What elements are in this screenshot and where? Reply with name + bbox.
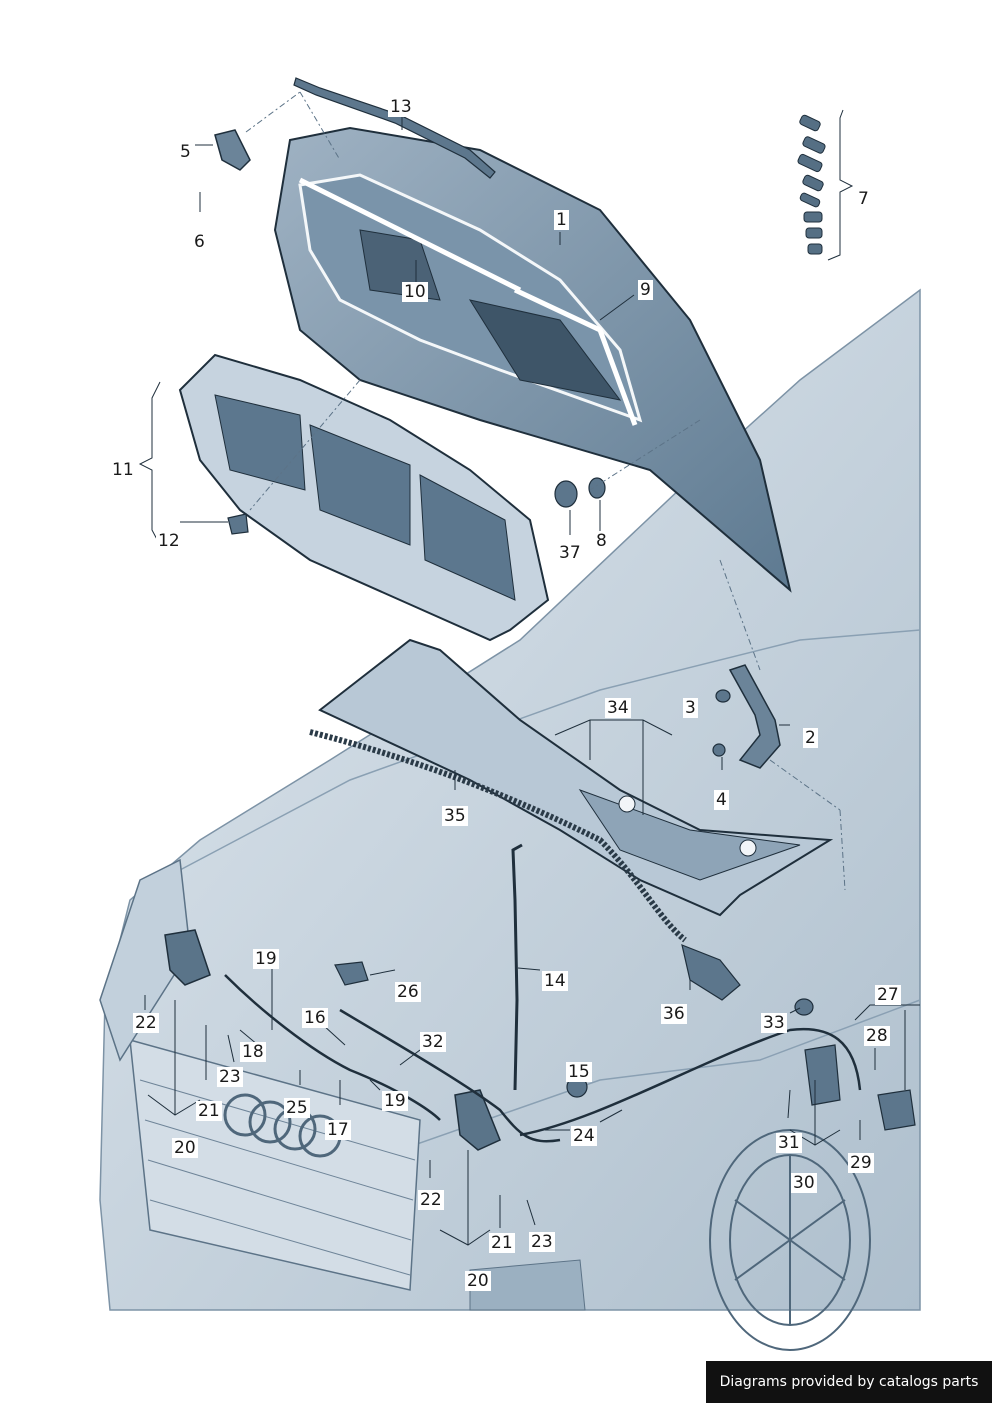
label-5: 5 (178, 142, 193, 162)
label-7: 7 (856, 189, 871, 209)
label-23a: 23 (217, 1067, 243, 1087)
label-9: 9 (638, 280, 653, 300)
hood-seal-front (298, 177, 522, 293)
hood-lock-left (164, 929, 211, 986)
label-36: 36 (661, 1004, 687, 1024)
release-cable-center (339, 1008, 561, 1143)
hood-seal-center (513, 287, 638, 426)
label-22b: 22 (418, 1190, 444, 1210)
label-17: 17 (325, 1120, 351, 1140)
hood-trim-strip (293, 77, 496, 179)
label-21b: 21 (489, 1233, 515, 1253)
label-4: 4 (714, 790, 729, 810)
small-parts (227, 477, 916, 1131)
label-12: 12 (156, 531, 182, 551)
hinge-left (214, 129, 251, 171)
label-25: 25 (284, 1098, 310, 1118)
cowl-panel (318, 638, 834, 917)
label-2: 2 (803, 728, 818, 748)
diagram-credit: Diagrams provided by catalogs parts (706, 1361, 992, 1403)
label-16: 16 (302, 1008, 328, 1028)
label-19a: 19 (253, 949, 279, 969)
label-6: 6 (192, 232, 207, 252)
cowl-seal (309, 729, 687, 943)
label-31: 31 (776, 1133, 802, 1153)
label-33: 33 (761, 1013, 787, 1033)
hinge-right (728, 664, 781, 769)
label-29: 29 (848, 1153, 874, 1173)
logo-rings (223, 1093, 342, 1158)
label-1: 1 (554, 210, 569, 230)
label-34: 34 (605, 698, 631, 718)
label-14: 14 (542, 971, 568, 991)
label-27: 27 (875, 985, 901, 1005)
label-23b: 23 (529, 1232, 555, 1252)
label-22a: 22 (133, 1013, 159, 1033)
label-10: 10 (402, 282, 428, 302)
hood-insulation (178, 353, 550, 642)
release-cable-right (519, 1027, 862, 1137)
screws-set (797, 114, 826, 255)
label-20a: 20 (172, 1138, 198, 1158)
label-26: 26 (395, 982, 421, 1002)
label-13: 13 (388, 97, 414, 117)
label-11: 11 (110, 460, 136, 480)
hood (273, 126, 792, 593)
label-8: 8 (594, 531, 609, 551)
label-24: 24 (571, 1126, 597, 1146)
support-rod (511, 843, 523, 1091)
label-37: 37 (557, 543, 583, 563)
label-20b: 20 (465, 1271, 491, 1291)
label-28: 28 (864, 1026, 890, 1046)
label-35: 35 (442, 806, 468, 826)
label-18: 18 (240, 1042, 266, 1062)
label-3: 3 (683, 698, 698, 718)
label-30: 30 (791, 1173, 817, 1193)
label-15: 15 (566, 1062, 592, 1082)
label-19b: 19 (382, 1091, 408, 1111)
assembly-lines (245, 91, 846, 891)
label-21a: 21 (196, 1101, 222, 1121)
hood-lock-right (454, 1089, 501, 1151)
release-cable-left (224, 974, 441, 1121)
label-32: 32 (420, 1032, 446, 1052)
leader-lines (138, 109, 920, 1246)
